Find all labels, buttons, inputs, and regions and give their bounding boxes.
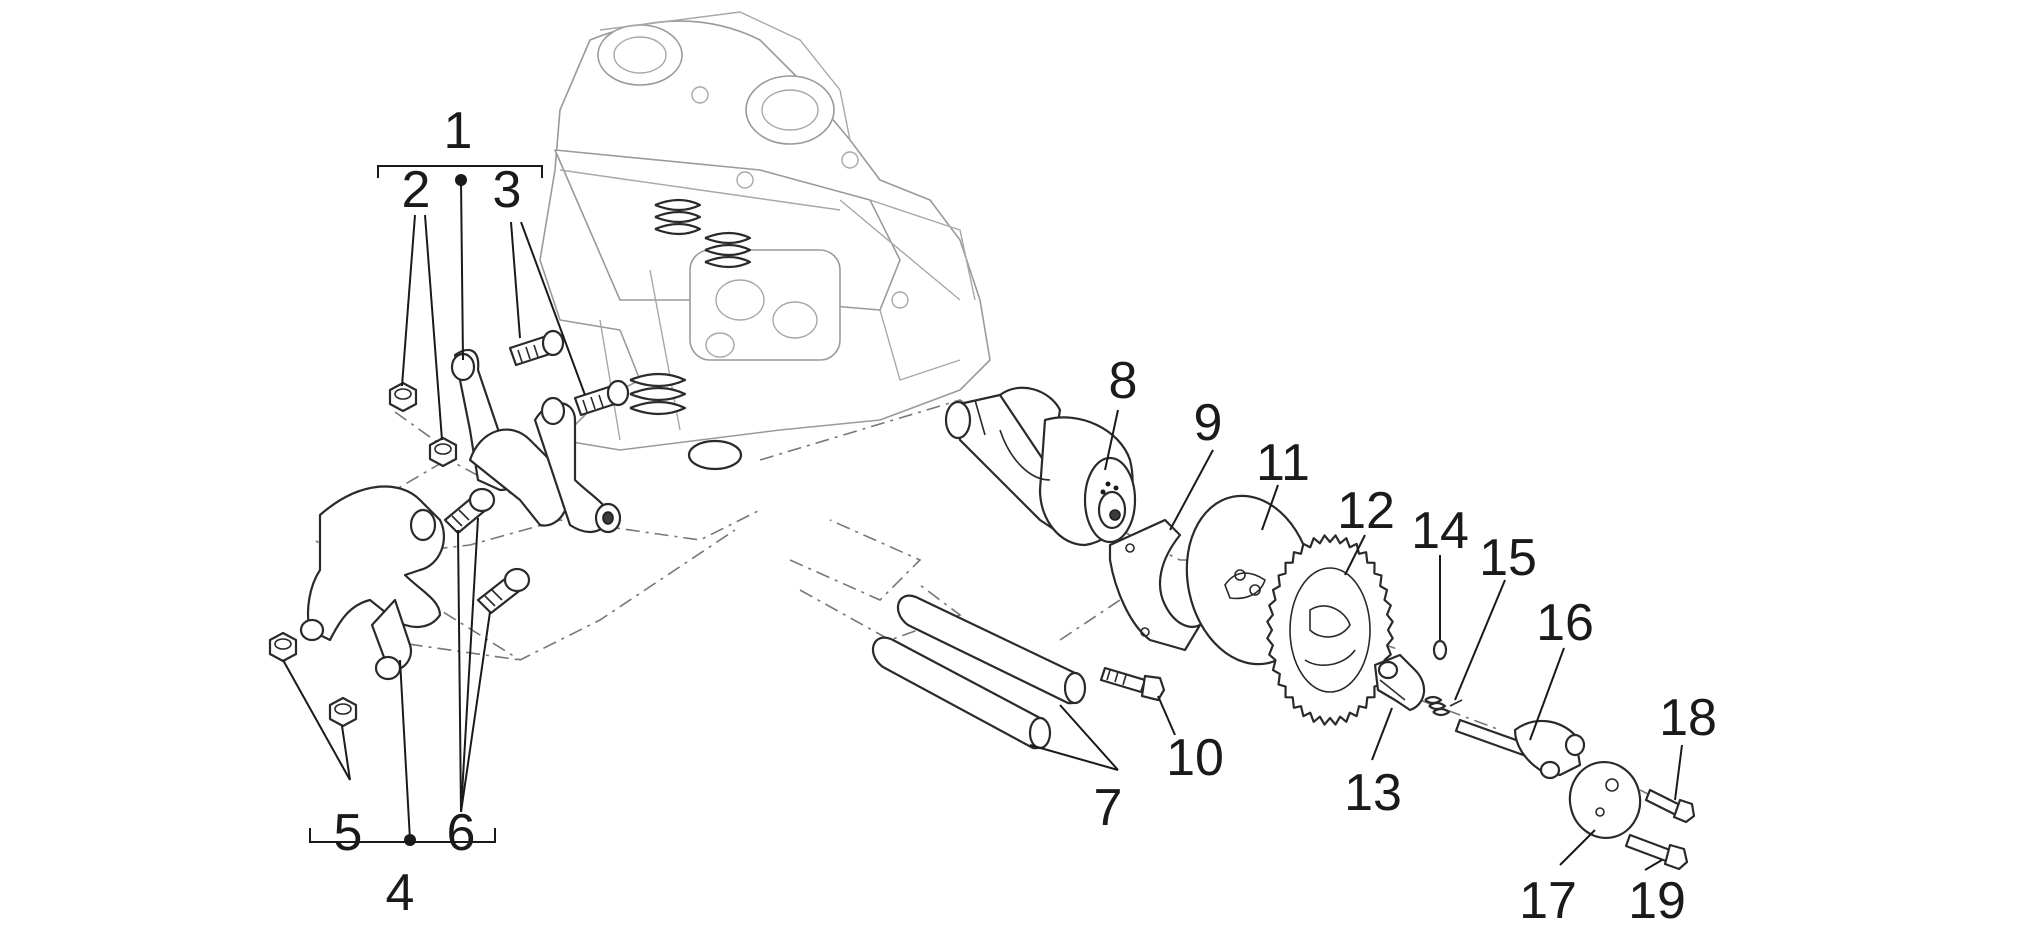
callout-6: 6 (447, 804, 476, 862)
rocker-arm-upper (450, 348, 622, 534)
bolt-18 (1644, 788, 1696, 824)
washer-14 (1432, 639, 1448, 661)
callout-17: 17 (1519, 872, 1577, 925)
cylinder-head (539, 11, 991, 451)
callout-13: 13 (1344, 764, 1402, 822)
return-spring (1424, 695, 1463, 717)
callout-7: 7 (1094, 779, 1123, 837)
callout-10: 10 (1166, 729, 1224, 787)
callout-11: 11 (1256, 434, 1310, 492)
leader-lines (282, 179, 1683, 871)
rocker-arm-lower (299, 485, 445, 681)
retaining-plate (1108, 518, 1202, 652)
callout-9: 9 (1194, 394, 1223, 452)
callout-8: 8 (1109, 352, 1138, 410)
cam-sprocket (1266, 534, 1394, 726)
screw-6-upper (443, 487, 496, 535)
rocker-shaft-upper (897, 594, 1087, 705)
bolt-10 (1099, 666, 1166, 702)
valve-springs (629, 198, 752, 471)
callout-5: 5 (334, 804, 363, 862)
callout-2: 2 (402, 161, 431, 219)
nut-5-lower (328, 696, 358, 728)
callout-15: 15 (1479, 529, 1537, 587)
bolt-19 (1624, 833, 1689, 871)
rocker-shaft-lower (872, 636, 1052, 750)
decompressor-weight (1373, 653, 1426, 712)
callout-19: 19 (1628, 872, 1686, 925)
screw-3-lower (573, 379, 630, 417)
cover-plate (1568, 760, 1642, 840)
nut-5-upper (268, 631, 298, 663)
screw-3-upper (508, 329, 565, 367)
callout-14: 14 (1411, 502, 1469, 560)
callout-12: 12 (1337, 482, 1395, 540)
decompressor-shaft (1454, 718, 1586, 780)
callout-18: 18 (1659, 689, 1717, 747)
callout-1: 1 (444, 102, 473, 160)
callout-4: 4 (386, 864, 415, 922)
nut-2-upper (388, 381, 418, 413)
nut-2-lower (428, 436, 458, 468)
callout-numbers: 1 2 3 4 5 6 7 8 9 10 11 12 13 14 15 16 1… (334, 102, 1717, 925)
screw-6-lower (476, 567, 531, 615)
callout-3: 3 (493, 161, 522, 219)
callout-16: 16 (1536, 594, 1594, 652)
